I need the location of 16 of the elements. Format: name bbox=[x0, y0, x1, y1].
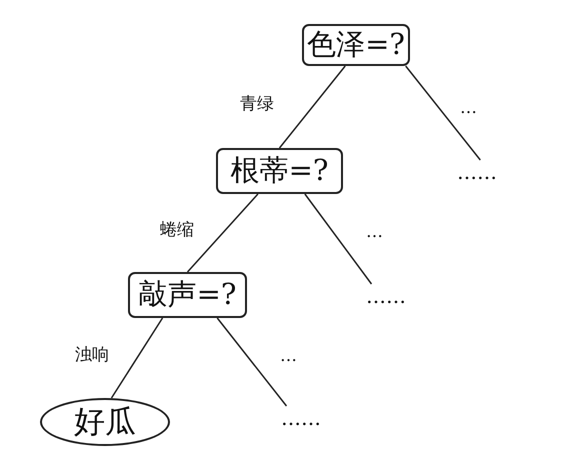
ellipsis-text: …… bbox=[353, 284, 419, 308]
edge-label: 浊响 bbox=[75, 347, 109, 364]
edge-label: 蜷缩 bbox=[160, 222, 194, 239]
branch-line bbox=[278, 66, 346, 148]
branch-line bbox=[216, 318, 288, 406]
branch-line bbox=[304, 194, 372, 284]
ellipsis-text: …… bbox=[444, 160, 510, 184]
ellipsis-text: …… bbox=[268, 406, 334, 430]
decision-box: 敲声=? bbox=[128, 272, 247, 318]
branch-line bbox=[186, 194, 258, 272]
edge-label: 青绿 bbox=[240, 96, 274, 113]
decision-box: 色泽=? bbox=[302, 24, 410, 66]
leaf-ellipse: 好瓜 bbox=[40, 398, 170, 446]
branch-line bbox=[110, 318, 164, 398]
branch-line bbox=[405, 66, 481, 160]
decision-box: 根蒂=? bbox=[216, 148, 343, 194]
